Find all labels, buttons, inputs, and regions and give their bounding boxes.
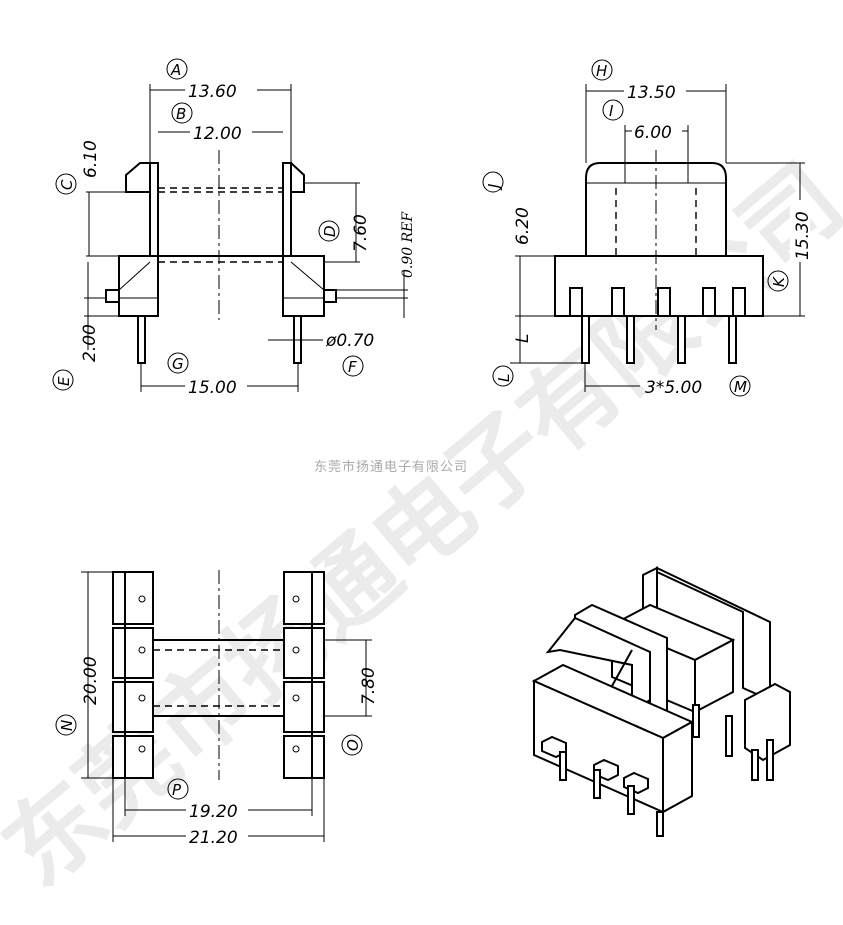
label-c: C (58, 179, 76, 190)
label-h: H (596, 62, 607, 80)
dim-ref-value: 0.90 REF (400, 211, 416, 278)
left-base-block (118, 255, 159, 317)
label-i: I (609, 102, 614, 120)
dim-m-value: 3*5.00 (645, 378, 702, 398)
dim-o-value: 7.80 (359, 667, 379, 705)
dim-j-value: 6.20 (513, 207, 533, 245)
front-view: 13.60 A 12.00 B 6.10 C 7.60 D 0.90 REF 2… (52, 58, 416, 398)
isometric-view (531, 566, 791, 837)
dim-b-value: 12.00 (193, 124, 242, 144)
dim-total-value: 21.20 (189, 828, 238, 848)
dim-f-value: ø0.70 (325, 331, 374, 351)
side-pin-4 (728, 315, 737, 364)
label-j: J (485, 184, 503, 191)
dim-i-value: 6.00 (634, 123, 672, 143)
label-d: D (321, 225, 339, 237)
label-g: G (172, 355, 184, 373)
label-b: B (176, 105, 186, 123)
label-a: A (170, 61, 181, 79)
dim-e-value: 2.00 (80, 324, 100, 362)
label-e: E (55, 376, 73, 386)
label-o: O (344, 739, 362, 751)
dim-l-value: L (513, 334, 533, 343)
dim-d-value: 7.60 (351, 214, 371, 252)
dim-p-value: 19.20 (189, 802, 238, 822)
dim-k-value: 15.30 (793, 211, 813, 260)
side-view: 13.50 H 6.00 I 6.20 J 15.30 K L L 3 (482, 59, 813, 398)
top-view: 20.00 N 7.80 O (55, 570, 379, 848)
dim-g-value: 15.00 (188, 378, 237, 398)
watermark-small: 东莞市扬通电子有限公司 (314, 459, 468, 475)
right-base-block (282, 255, 325, 317)
label-f: F (348, 358, 357, 376)
side-pin-2 (626, 315, 635, 364)
dim-n-value: 20.00 (81, 656, 101, 705)
label-m: M (734, 378, 747, 396)
side-pin-3 (677, 315, 686, 364)
label-l: L (495, 374, 513, 382)
dim-h-value: 13.50 (627, 83, 676, 103)
dim-c-value: 6.10 (81, 140, 101, 178)
left-pin (137, 315, 146, 364)
label-k: K (770, 276, 788, 287)
dim-a-value: 13.60 (188, 82, 237, 102)
label-p: P (172, 781, 182, 799)
label-n: N (58, 720, 76, 731)
side-pin-1 (581, 315, 590, 364)
